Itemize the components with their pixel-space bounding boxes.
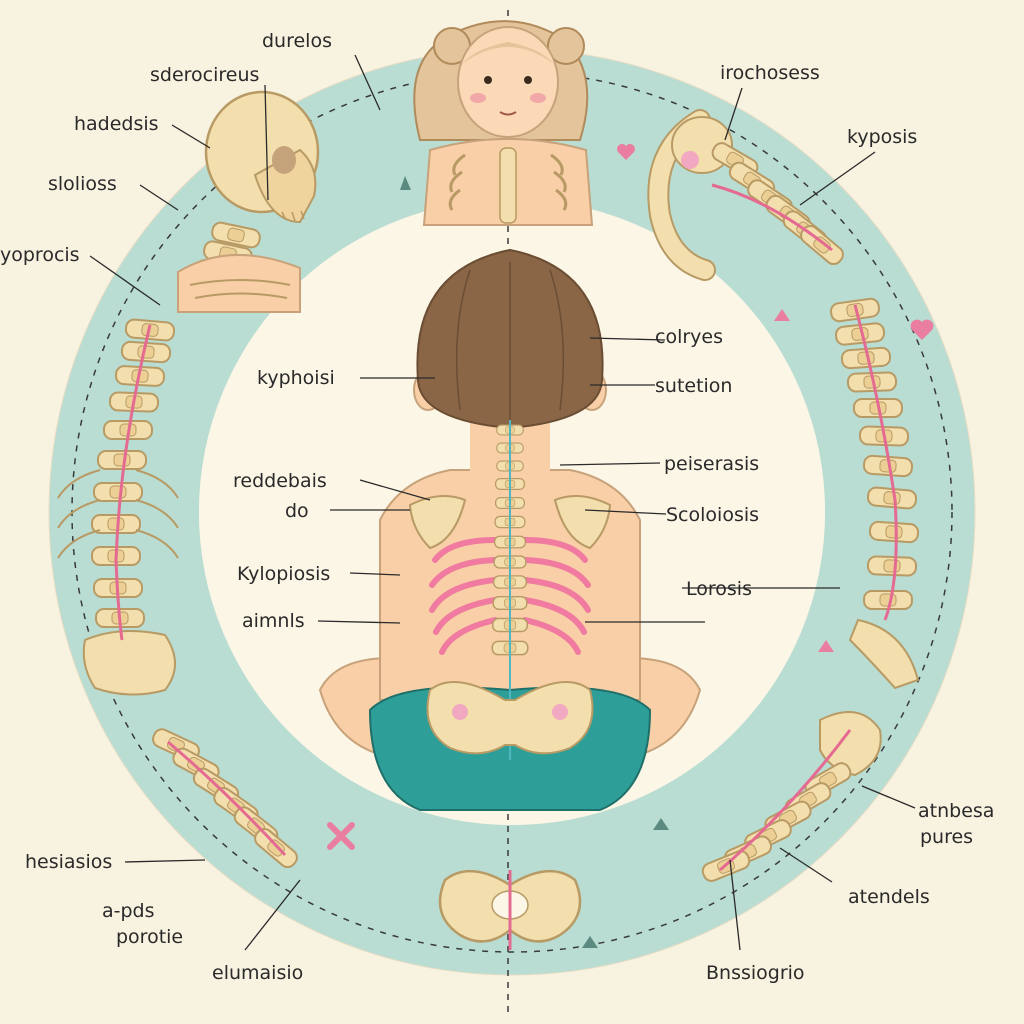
label-kyphoisi: kyphoisi [257,367,335,389]
label-lorosis: Lorosis [686,578,752,600]
label-atnbesa: atnbesa [918,800,995,822]
central-child-figure [318,248,702,811]
girl-figure [413,20,594,226]
curved-spine-bottom-left [149,725,302,872]
triangle-icon [400,176,834,948]
curved-spine-top-right [647,109,848,281]
label-scoloiosis: Scoloiosis [666,504,760,526]
label-sutetion: sutetion [655,375,733,397]
label-colryes: colryes [655,326,723,348]
label-kylopiosis: Kylopiosis [237,563,331,585]
lateral-spine-left [57,317,179,696]
pelvis-bottom [438,869,582,950]
label-aimnls: aimnls [242,610,305,632]
label-hadedsis: hadedsis [74,113,159,135]
lateral-spine-right [828,296,920,690]
label-sderocireus: sderocireus [150,64,260,86]
label-pures: pures [920,826,974,848]
heart-icon [617,144,635,160]
curved-spine-bottom-right [699,711,882,885]
leader-lines [89,54,916,951]
label-peiserasis: peiserasis [664,453,760,475]
label-durelos: durelos [262,30,332,52]
label-irochosess: irochosess [720,62,820,84]
label-do: do [285,500,309,522]
heart-icon [910,319,934,340]
label-a-pds: a-pds [102,900,155,922]
label-yoprocis: yoprocis [0,244,80,266]
label-hesiasios: hesiasios [25,851,113,873]
label-elumaisio: elumaisio [212,962,304,984]
label-slolioss: slolioss [48,173,117,195]
label-bnssiogrio: Bnssiogrio [706,962,805,984]
label-reddebais: reddebais [233,470,327,492]
skull-figure [177,90,320,313]
label-kyposis: kyposis [847,126,918,148]
cross-icon [327,822,355,850]
label-atendels: atendels [848,886,930,908]
label-porotie: porotie [116,926,184,948]
